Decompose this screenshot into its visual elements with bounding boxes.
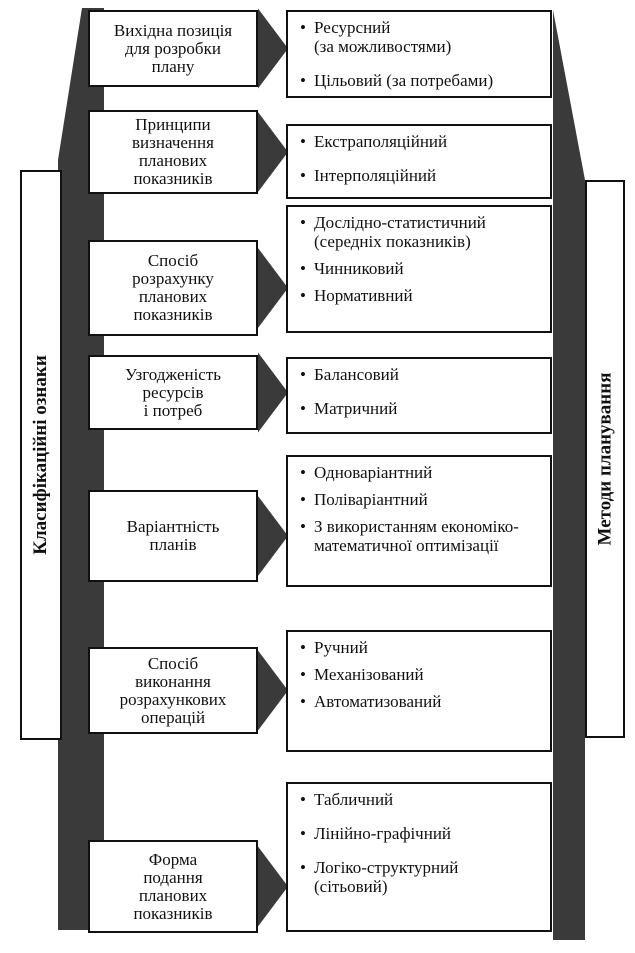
- bullet-icon: •: [300, 399, 306, 418]
- criterion-label: Варіантність планів: [126, 517, 220, 554]
- bullet-icon: •: [300, 286, 306, 305]
- bullet-icon: •: [300, 132, 306, 151]
- method-label: Балансовий: [314, 365, 399, 384]
- method-list-item: • Автоматизований: [300, 692, 542, 711]
- criterion-label: Спосіб виконання розрахункових операцій: [119, 653, 227, 727]
- method-list-item: • Чинниковий: [300, 259, 542, 278]
- left-axis-label: Класифікаційні ознаки: [30, 355, 51, 555]
- bullet-icon: •: [300, 166, 306, 185]
- bullet-icon: •: [300, 665, 306, 684]
- method-label: З використанням економіко- математичної …: [314, 517, 519, 555]
- classification-criterion-box: Принципи визначення планових показників: [88, 110, 258, 194]
- method-label: Логіко-структурний (сітьовий): [314, 858, 459, 896]
- method-list-item: • Логіко-структурний (сітьовий): [300, 858, 542, 896]
- method-list-item: • Табличний: [300, 790, 542, 809]
- method-label: Нормативний: [314, 286, 413, 305]
- bullet-icon: •: [300, 18, 306, 37]
- bullet-icon: •: [300, 463, 306, 482]
- row-connector-arrow: [258, 248, 288, 328]
- planning-methods-box: • Одноваріантний • Поліваріантний • З викорис…: [286, 455, 552, 587]
- bullet-icon: •: [300, 858, 306, 877]
- method-label: Табличний: [314, 790, 394, 809]
- criterion-label: Принципи визначення планових показників: [132, 115, 214, 188]
- method-label: Одноваріантний: [314, 463, 433, 482]
- row-connector-arrow: [258, 846, 288, 927]
- method-list-item: • Механізований: [300, 665, 542, 684]
- classification-criterion-box: Форма подання планових показників: [88, 840, 258, 933]
- method-list-item: • Ручний: [300, 638, 542, 657]
- method-list-item: • Дослідно-статистичний (середніх показни…: [300, 213, 542, 251]
- bullet-icon: •: [300, 517, 306, 536]
- bullet-icon: •: [300, 490, 306, 509]
- method-label: Ручний: [314, 638, 368, 657]
- bullet-icon: •: [300, 213, 306, 232]
- bullet-icon: •: [300, 638, 306, 657]
- right-spine-arrow: [553, 10, 585, 940]
- bullet-icon: •: [300, 692, 306, 711]
- method-list-item: • Екстраполяційний: [300, 132, 542, 151]
- method-label: Матричний: [314, 399, 398, 418]
- right-axis-label: Методи планування: [594, 372, 616, 546]
- method-label: Механізований: [314, 665, 424, 684]
- bullet-icon: •: [300, 790, 306, 809]
- classification-criterion-box: Узгодженість ресурсів і потреб: [88, 355, 258, 430]
- left-axis-label-box: Класифікаційні ознаки: [20, 170, 62, 740]
- criterion-label: Узгодженість ресурсів і потреб: [124, 364, 222, 420]
- method-list-item: • З використанням економіко- математичної…: [300, 517, 542, 555]
- method-label: Інтерполяційний: [314, 166, 437, 185]
- classification-criterion-box: Спосіб розрахунку планових показників: [88, 240, 258, 336]
- bullet-icon: •: [300, 71, 306, 90]
- planning-methods-box: • Табличний • Лінійно-графічний • Логіко-стру…: [286, 782, 552, 932]
- classification-criterion-box: Вихідна позиція для розробки плану: [88, 10, 258, 87]
- classification-criterion-box: Спосіб виконання розрахункових операцій: [88, 647, 258, 734]
- classification-criterion-box: Варіантність планів: [88, 490, 258, 582]
- method-label: Поліваріантний: [314, 490, 428, 509]
- method-list-item: • Матричний: [300, 399, 542, 418]
- criterion-label: Форма подання планових показників: [133, 849, 213, 923]
- method-list-item: • Поліваріантний: [300, 490, 542, 509]
- row-connector-arrow: [258, 496, 288, 576]
- row-connector-arrow: [258, 650, 288, 731]
- method-list-item: • Ресурсний (за можливостями): [300, 18, 542, 56]
- row-connector-arrow: [258, 352, 288, 433]
- method-list-item: • Балансовий: [300, 365, 542, 384]
- planning-methods-box: • Балансовий • Матричний: [286, 357, 552, 434]
- planning-methods-box: • Дослідно-статистичний (середніх показни…: [286, 205, 552, 333]
- method-list-item: • Нормативний: [300, 286, 542, 305]
- bullet-icon: •: [300, 259, 306, 278]
- bullet-icon: •: [300, 365, 306, 384]
- row-connector-arrow: [258, 112, 288, 192]
- planning-methods-box: • Ресурсний (за можливостями) • Цільовий (з…: [286, 10, 552, 98]
- planning-methods-box: • Ручний • Механізований • Автоматизований: [286, 630, 552, 752]
- criterion-label: Спосіб розрахунку планових показників: [132, 251, 214, 324]
- method-list-item: • Лінійно-графічний: [300, 824, 542, 843]
- criterion-label: Вихідна позиція для розробки плану: [113, 20, 233, 76]
- method-list-item: • Цільовий (за потребами): [300, 71, 542, 90]
- bullet-icon: •: [300, 824, 306, 843]
- method-label: Дослідно-статистичний (середніх показник…: [314, 213, 486, 251]
- right-axis-label-box: Методи планування: [585, 180, 625, 738]
- method-list-item: • Інтерполяційний: [300, 166, 542, 185]
- method-label: Автоматизований: [314, 692, 442, 711]
- method-label: Цільовий (за потребами): [314, 71, 494, 90]
- method-list-item: • Одноваріантний: [300, 463, 542, 482]
- method-label: Лінійно-графічний: [314, 824, 452, 843]
- method-label: Екстраполяційний: [314, 132, 448, 151]
- method-label: Чинниковий: [314, 259, 404, 278]
- method-label: Ресурсний (за можливостями): [314, 18, 452, 56]
- row-connector-arrow: [258, 8, 288, 89]
- planning-methods-box: • Екстраполяційний • Інтерполяційний: [286, 124, 552, 199]
